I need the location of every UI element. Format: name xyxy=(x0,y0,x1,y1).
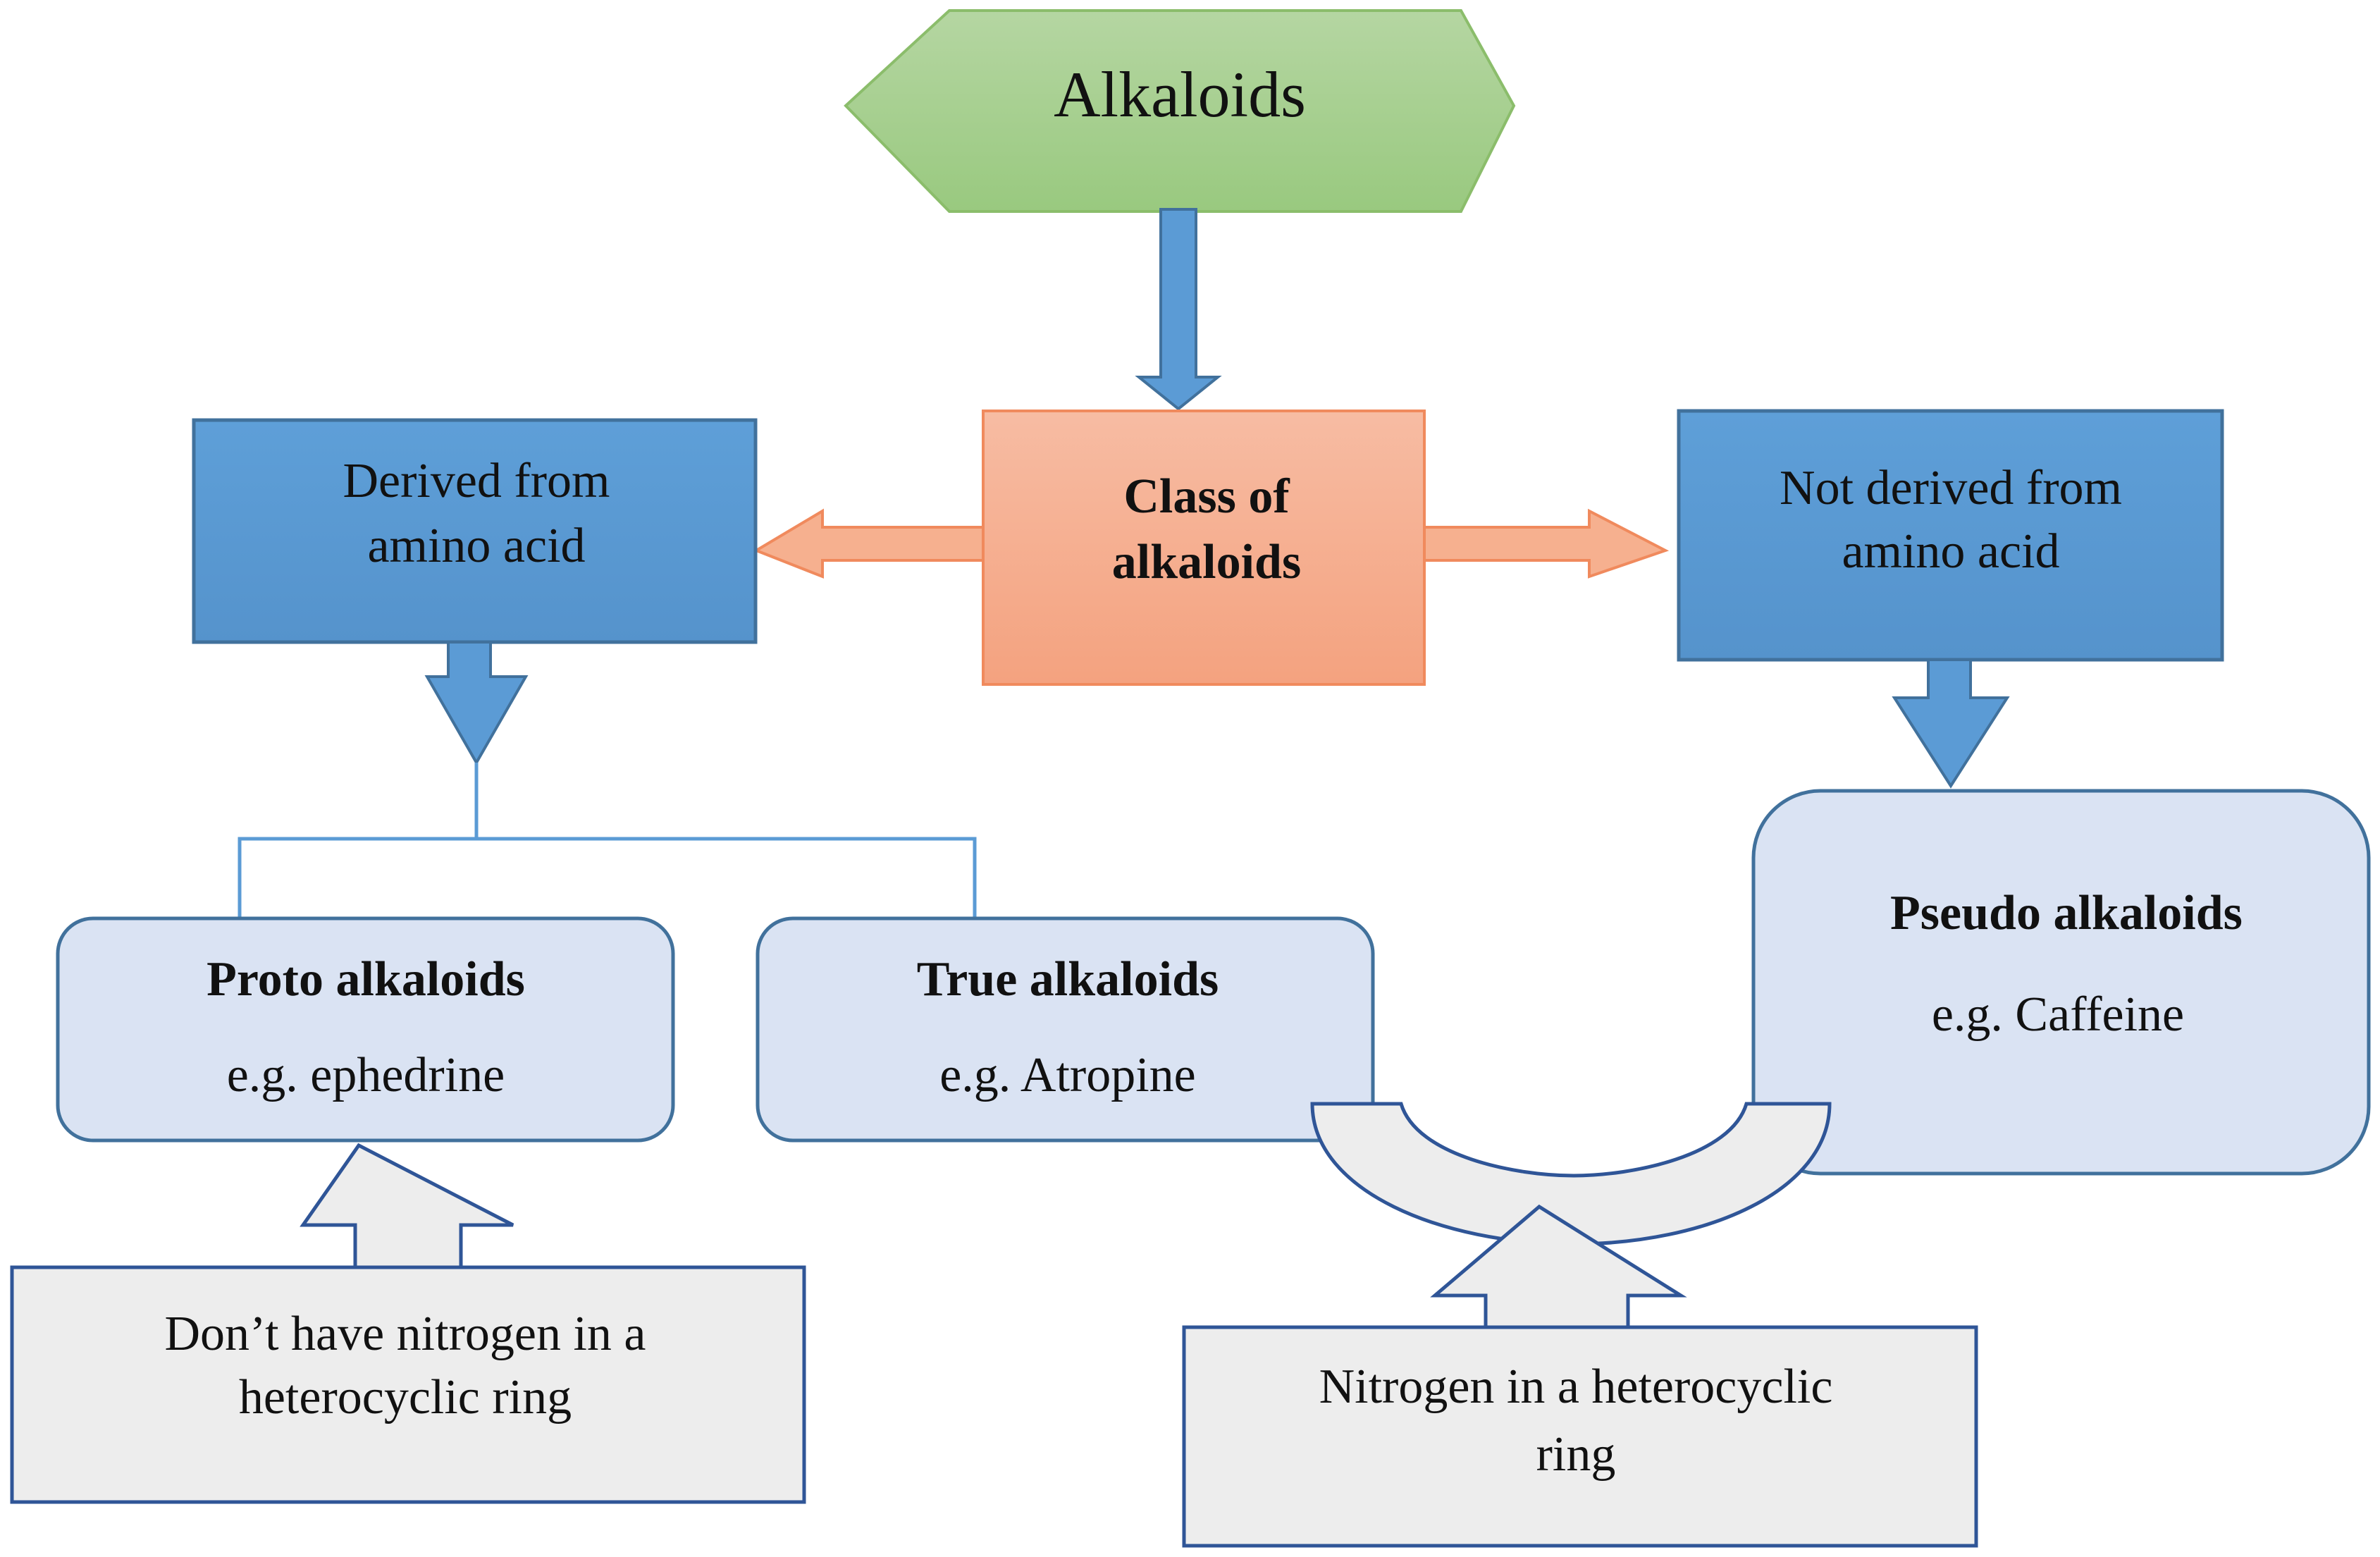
center-label-line2: alkaloids xyxy=(1112,535,1301,589)
true-alkaloids-box xyxy=(756,916,1375,1143)
pseudo-alkaloids-box xyxy=(1751,789,2371,1176)
proto-alkaloids-example: e.g. ephedrine xyxy=(227,1048,505,1102)
root-label: Alkaloids xyxy=(1054,59,1306,130)
arrow-left-branch-down xyxy=(424,641,529,766)
left-branch-line1: Derived from xyxy=(343,454,610,508)
center-label-line1: Class of xyxy=(1123,469,1290,524)
pseudo-alkaloids-example: e.g. Caffeine xyxy=(1932,987,2184,1042)
arrow-center-to-right xyxy=(1423,508,1670,579)
note-right-line2: ring xyxy=(1536,1427,1616,1482)
left-branch-line2: amino acid xyxy=(367,519,585,573)
root-hexagon xyxy=(844,9,1516,213)
proto-alkaloids-title: Proto alkaloids xyxy=(206,952,525,1007)
pseudo-alkaloids-title: Pseudo alkaloids xyxy=(1890,886,2243,940)
right-branch-line2: amino acid xyxy=(1842,524,2059,579)
curved-connector xyxy=(1310,1102,1832,1246)
proto-alkaloids-box xyxy=(56,916,675,1143)
note-left-line2: heterocyclic ring xyxy=(239,1370,572,1424)
true-alkaloids-example: e.g. Atropine xyxy=(939,1048,1196,1102)
note-left-line1: Don’t have nitrogen in a xyxy=(165,1307,646,1361)
bracket-connector xyxy=(238,763,479,918)
note-right-box xyxy=(1182,1325,1978,1548)
right-branch-line1: Not derived from xyxy=(1780,461,2122,515)
arrow-note-to-proto xyxy=(300,1143,514,1271)
arrow-center-to-left xyxy=(753,508,985,579)
bracket-connector-right xyxy=(476,837,977,918)
center-box xyxy=(982,410,1426,686)
right-branch-box xyxy=(1677,409,2224,662)
arrow-root-to-center xyxy=(1135,208,1222,411)
arrow-right-branch-down xyxy=(1892,658,2010,789)
true-alkaloids-title: True alkaloids xyxy=(917,952,1219,1007)
note-left-box xyxy=(10,1265,806,1504)
note-right-line1: Nitrogen in a heterocyclic xyxy=(1319,1360,1833,1414)
